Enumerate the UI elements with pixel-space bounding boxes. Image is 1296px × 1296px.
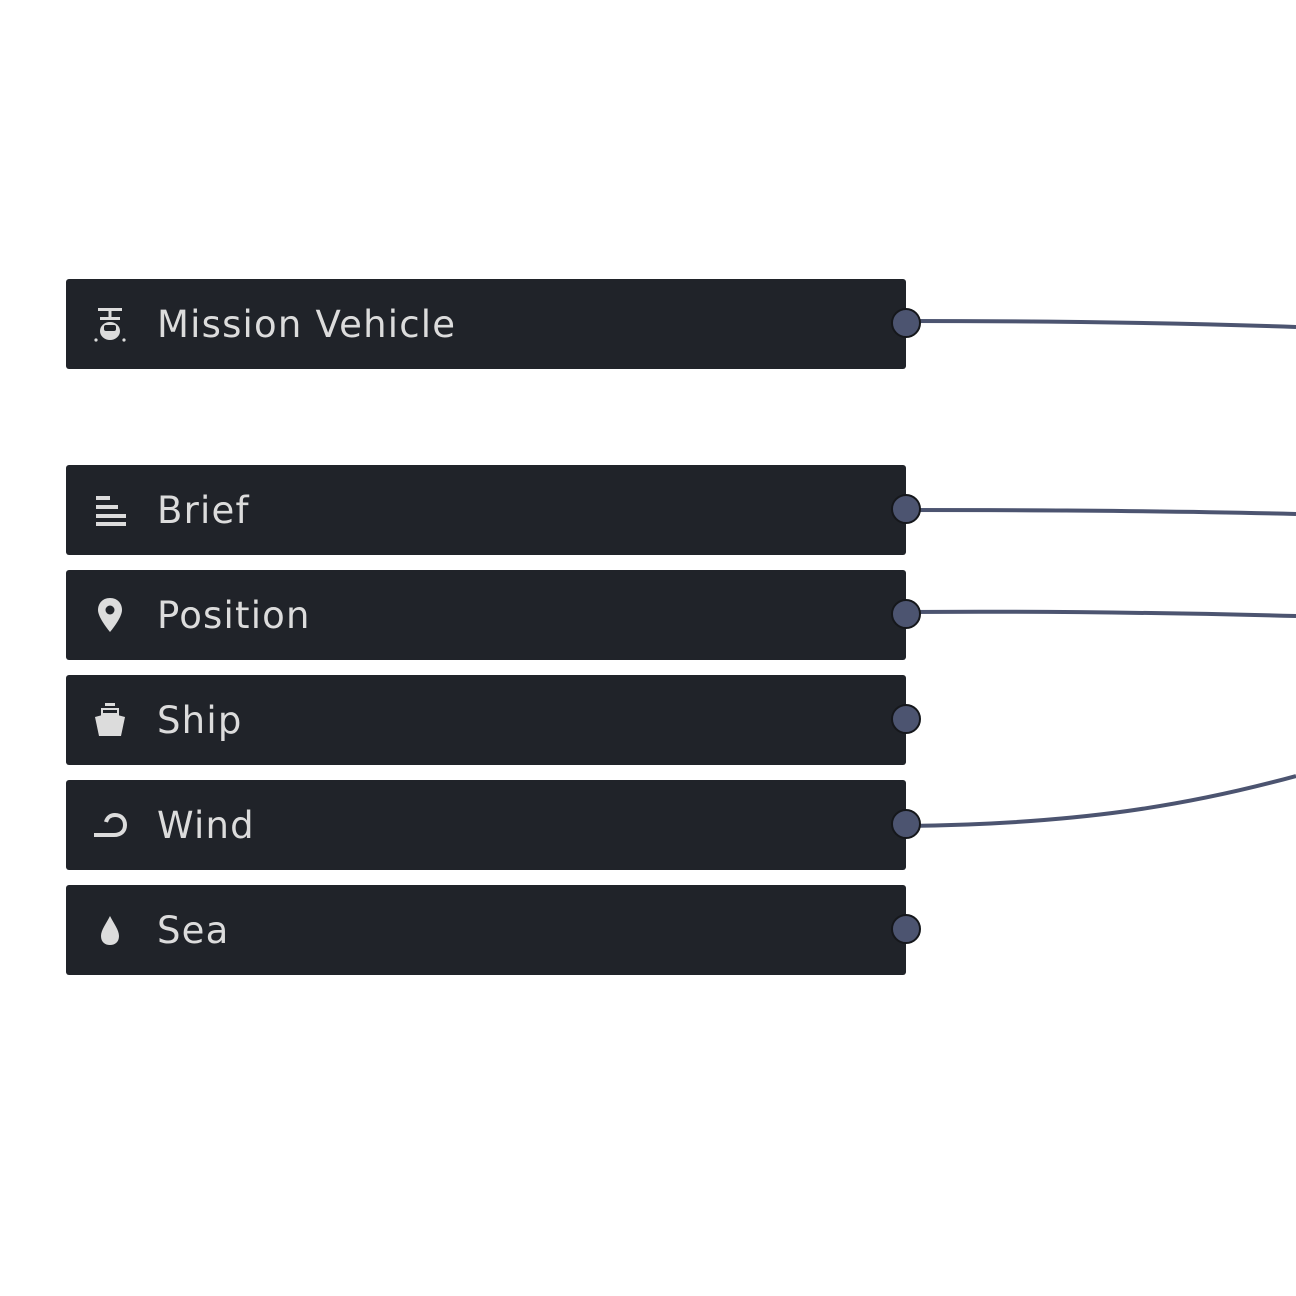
node-label: Position <box>157 594 311 637</box>
node-ship[interactable]: Ship <box>66 675 921 765</box>
output-port[interactable] <box>891 704 921 734</box>
wire-position[interactable] <box>905 609 1296 618</box>
output-port[interactable] <box>891 914 921 944</box>
wire-mission-vehicle[interactable] <box>905 319 1296 329</box>
helicopter-icon <box>92 306 128 342</box>
node-label: Mission Vehicle <box>157 303 457 346</box>
node-sea[interactable]: Sea <box>66 885 921 975</box>
node-label: Ship <box>157 699 243 742</box>
map-pin-icon <box>92 597 128 633</box>
node-wind[interactable]: Wind <box>66 780 921 870</box>
node-label: Sea <box>157 909 230 952</box>
node-label: Brief <box>157 489 250 532</box>
node-position[interactable]: Position <box>66 570 921 660</box>
water-drop-icon <box>92 912 128 948</box>
output-port[interactable] <box>891 809 921 839</box>
wire-wind[interactable] <box>905 774 1296 828</box>
ship-icon <box>92 702 128 738</box>
output-port[interactable] <box>891 599 921 629</box>
text-lines-icon <box>92 492 128 528</box>
node-label: Wind <box>157 804 255 847</box>
output-port[interactable] <box>891 308 921 338</box>
output-port[interactable] <box>891 494 921 524</box>
node-mission-vehicle[interactable]: Mission Vehicle <box>66 279 921 369</box>
wire-brief[interactable] <box>905 508 1296 516</box>
node-brief[interactable]: Brief <box>66 465 921 555</box>
wind-icon <box>92 807 128 843</box>
